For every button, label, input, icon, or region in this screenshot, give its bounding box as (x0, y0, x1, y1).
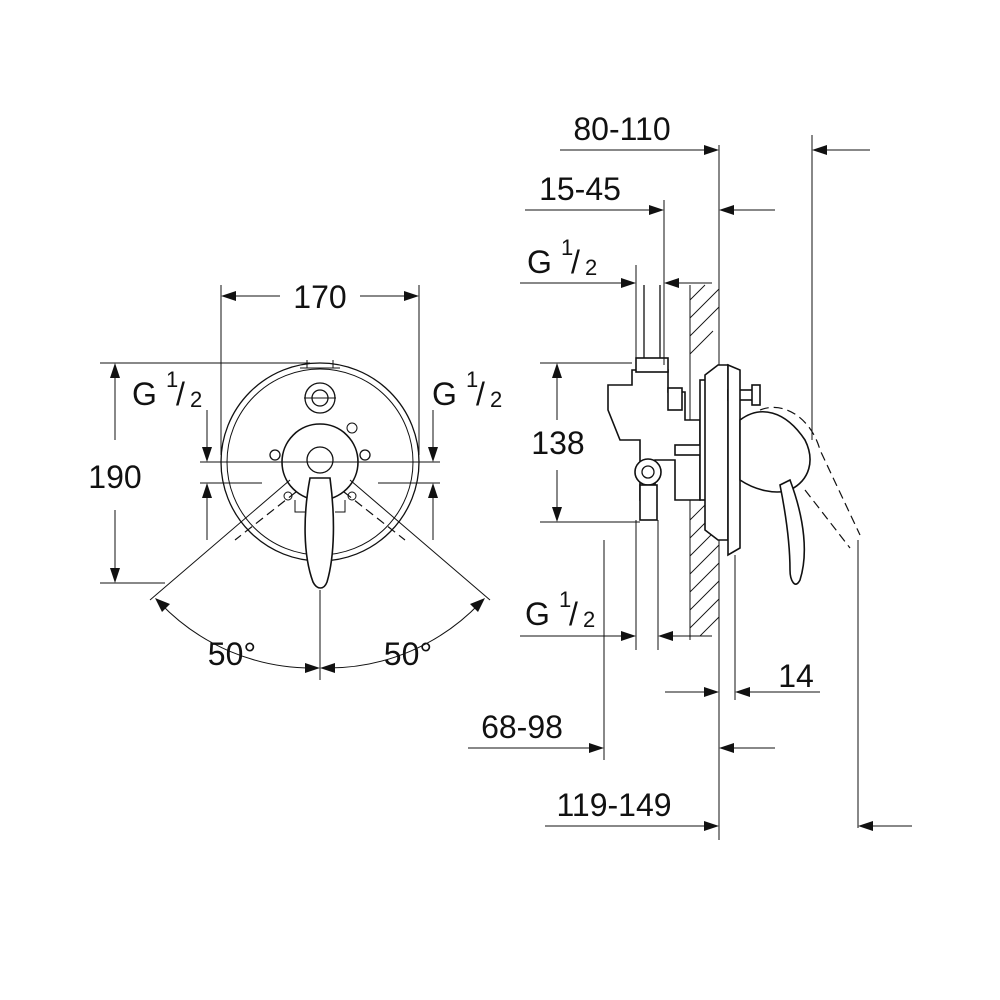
svg-text:G: G (527, 244, 552, 280)
svg-text:G: G (132, 376, 157, 412)
svg-text:/: / (176, 376, 185, 412)
dim-15-45-label: 15-45 (539, 171, 621, 207)
svg-text:2: 2 (585, 255, 597, 280)
screw-right (359, 449, 371, 461)
svg-text:2: 2 (490, 387, 502, 412)
lever-side (739, 411, 811, 493)
svg-text:/: / (476, 376, 485, 412)
svg-text:1: 1 (166, 367, 178, 392)
svg-text:G: G (432, 376, 457, 412)
svg-text:/: / (569, 596, 578, 632)
svg-text:2: 2 (190, 387, 202, 412)
thread-label-top: G 1 / 2 (527, 235, 597, 280)
dim-68-98-label: 68-98 (481, 709, 563, 745)
thread-label-bottom: G 1 / 2 (525, 587, 595, 632)
lever-rotated-hidden (759, 406, 861, 549)
lever-rotation-left (234, 491, 297, 541)
dim-width-label: 170 (293, 279, 346, 315)
svg-text:2: 2 (583, 607, 595, 632)
front-view: 170 190 G 1 / 2 G 1 / 2 50° 50° (88, 279, 502, 680)
screw-left (269, 449, 281, 461)
lever-handle (304, 477, 335, 589)
dim-119-149-label: 119-149 (556, 787, 671, 823)
rosette-edge (727, 363, 741, 557)
svg-text:1: 1 (561, 235, 573, 260)
dim-14-label: 14 (778, 658, 814, 694)
angle-right-label: 50° (384, 636, 432, 672)
side-view: 80-110 15-45 G 1 / 2 138 (468, 111, 912, 840)
dim-80-110-label: 80-110 (573, 111, 670, 147)
svg-text:1: 1 (559, 587, 571, 612)
svg-text:G: G (525, 596, 550, 632)
outlet-port (634, 458, 662, 486)
angle-left-label: 50° (208, 636, 256, 672)
lever-rotation-right (343, 491, 406, 541)
svg-text:1: 1 (466, 367, 478, 392)
dim-height-label: 190 (88, 459, 141, 495)
dim-138-label: 138 (531, 425, 584, 461)
svg-text:/: / (571, 244, 580, 280)
thread-label-left: G 1 / 2 (132, 367, 202, 412)
thread-label-right: G 1 / 2 (432, 367, 502, 412)
lever-hub-cap (306, 446, 334, 474)
diverter-knob (300, 360, 340, 414)
